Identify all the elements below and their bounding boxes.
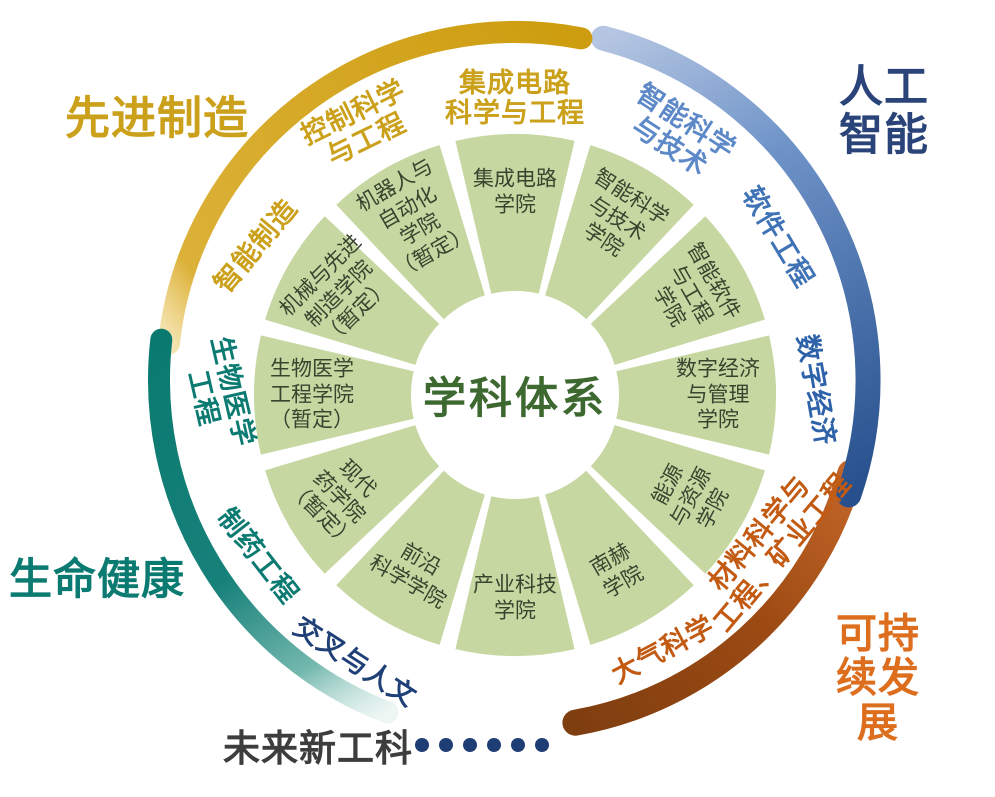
wedge-intelligent-software-engineering-college — [590, 216, 765, 365]
segment-label-biomedical-engineering-college: 生物医学 工程学院 （暂定） — [270, 357, 354, 432]
outer-label-artificial-intelligence: 人工智能 — [839, 62, 929, 159]
artificial-intelligence-arc — [590, 25, 881, 508]
life-health-arc — [148, 328, 399, 724]
outer-arcs — [148, 21, 881, 736]
center-title: 学科体系 — [423, 375, 607, 423]
wedge-digital-economy-management-college — [616, 335, 776, 455]
wedge-energy-resources-college — [590, 425, 765, 574]
outer-label-advanced-manufacturing: 先进制造 — [64, 92, 250, 144]
wedge-mechanical-advanced-manufacturing-college — [265, 216, 440, 365]
wedge-industry-science-technology-college — [455, 496, 575, 656]
dot — [415, 738, 429, 752]
wedge-intelligent-science-technology-college — [545, 145, 694, 320]
wedge-nanhe-college — [545, 470, 694, 645]
outer-label-future-new-engineering: 未来新工科 — [223, 728, 413, 770]
dot — [511, 738, 525, 752]
wedge-robotics-automation-college — [336, 145, 485, 320]
dot — [439, 738, 453, 752]
dot — [535, 738, 549, 752]
dot — [487, 738, 501, 752]
wedge-frontier-science-college — [336, 470, 485, 645]
segment-label-integrated-circuit-college: 集成电路 学院 — [473, 167, 557, 216]
segment-label-industry-science-technology-college: 产业科技 学院 — [473, 573, 557, 622]
dot — [463, 738, 477, 752]
segment-label-digital-economy-management-college: 数字经济 与管理 学院 — [676, 357, 760, 432]
outer-label-life-health: 生命健康 — [9, 555, 185, 604]
college-wedges — [254, 134, 776, 656]
wedge-modern-pharmacy-college — [265, 425, 440, 574]
advanced-manufacturing-arc — [157, 21, 593, 355]
wedge-integrated-circuit-college — [455, 134, 575, 294]
sustainable-development-arc — [562, 460, 864, 736]
outer-label-sustainable-development: 可持续发展 — [836, 610, 920, 746]
wedge-biomedical-engineering-college — [254, 335, 414, 455]
ring-label-integrated-circuit-science-engineering: 集成电路 科学与工程 — [445, 67, 585, 128]
